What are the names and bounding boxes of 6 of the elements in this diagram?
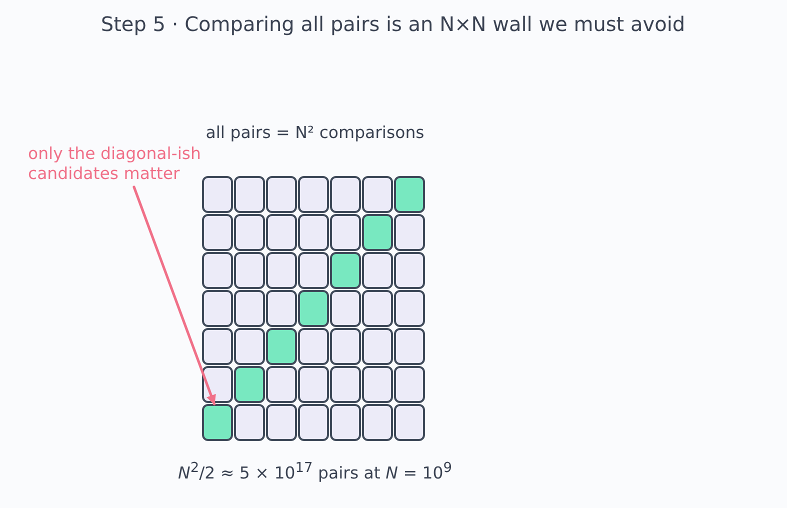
grid-heading: all pairs = N² comparisons bbox=[206, 123, 424, 143]
diagram-title: Step 5 · Comparing all pairs is an N×N wall we must avoid bbox=[100, 12, 686, 36]
annotation-text: only the diagonal-ish candidates matter bbox=[28, 144, 220, 184]
highlighted-cell bbox=[202, 404, 233, 441]
leader-arrow bbox=[132, 186, 216, 406]
pair-count-formula: N$^{2}$/2 ≈ 5 × 10$^{17}$ pairs at N = 10$^{9}$ bbox=[178, 459, 452, 484]
